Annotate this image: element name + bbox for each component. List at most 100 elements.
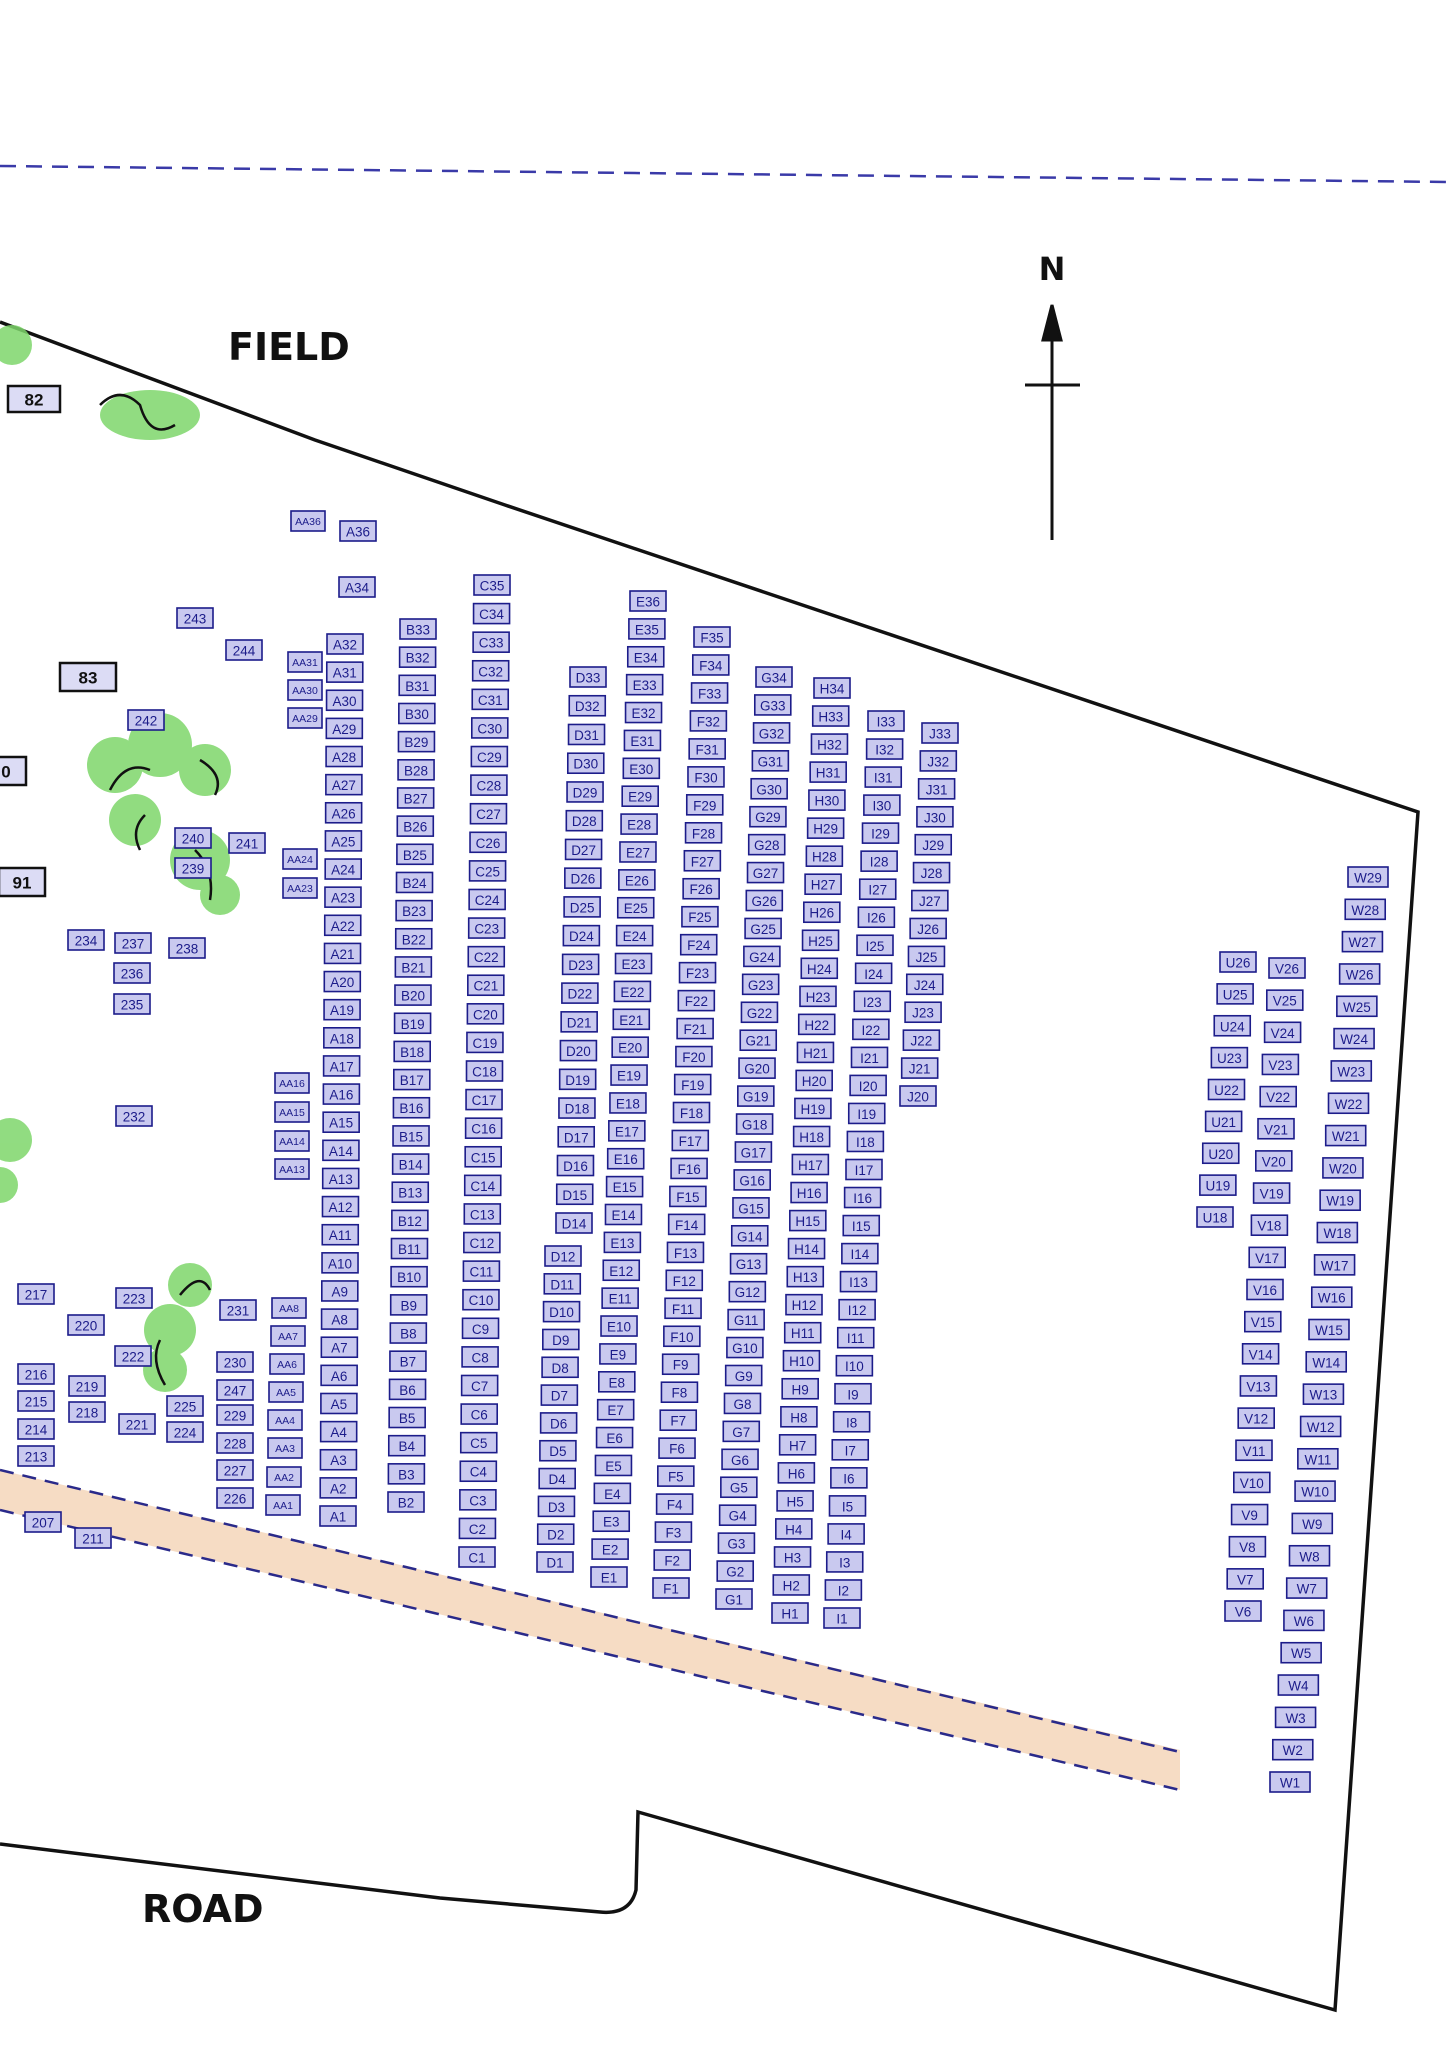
plot-e-8[interactable]: E8	[597, 1371, 636, 1393]
plot-g-33[interactable]: G33	[753, 694, 792, 716]
plot-g-10[interactable]: G10	[726, 1336, 764, 1359]
plot-f-18[interactable]: F18	[672, 1101, 711, 1124]
plot-c-31[interactable]: C31	[471, 688, 510, 711]
plot-b-25[interactable]: B25	[396, 843, 434, 866]
plot-i-31[interactable]: I31	[864, 766, 903, 788]
plot-v-13[interactable]: V13	[1239, 1375, 1278, 1397]
plot-227[interactable]: 227	[216, 1459, 254, 1481]
plot-g-13[interactable]: G13	[729, 1252, 768, 1275]
plot-e-10[interactable]: E10	[600, 1315, 638, 1337]
plot-a-15[interactable]: A15	[322, 1111, 360, 1133]
plot-c-33[interactable]: C33	[472, 631, 510, 653]
plot-i-7[interactable]: I7	[831, 1439, 870, 1461]
plot-e-36[interactable]: E36	[629, 590, 667, 612]
plot-h-24[interactable]: H24	[800, 957, 839, 980]
plot-i-30[interactable]: I30	[863, 794, 901, 816]
plot-i-15[interactable]: I15	[842, 1214, 881, 1237]
plot-d-21[interactable]: D21	[560, 1011, 598, 1033]
plot-a-13[interactable]: A13	[321, 1167, 360, 1190]
plot-aa36[interactable]: AA36	[290, 510, 326, 532]
plot-i-22[interactable]: I22	[852, 1018, 890, 1041]
plot-j-25[interactable]: J25	[907, 945, 946, 968]
plot-aa4[interactable]: AA4	[267, 1409, 303, 1431]
plot-f-15[interactable]: F15	[669, 1185, 707, 1208]
plot-f-32[interactable]: F32	[689, 710, 728, 732]
plot-i-16[interactable]: I16	[843, 1186, 882, 1209]
plot-w-29[interactable]: W29	[1347, 866, 1389, 888]
plot-aa13[interactable]: AA13	[274, 1158, 310, 1180]
plot-c-12[interactable]: C12	[463, 1231, 501, 1254]
plot-215[interactable]: 215	[17, 1390, 55, 1412]
plot-213[interactable]: 213	[17, 1445, 55, 1467]
plot-d-9[interactable]: D9	[542, 1328, 580, 1351]
plot-d-33[interactable]: D33	[569, 666, 607, 688]
plot-e-32[interactable]: E32	[624, 701, 663, 724]
plot-a-5[interactable]: A5	[320, 1392, 358, 1415]
plot-239[interactable]: 239	[174, 857, 212, 879]
plot-f-17[interactable]: F17	[671, 1129, 710, 1152]
plot-i-27[interactable]: I27	[858, 878, 897, 900]
plot-d-14[interactable]: D14	[555, 1212, 593, 1234]
plot-b-3[interactable]: B3	[387, 1463, 426, 1485]
plot-c-11[interactable]: C11	[462, 1260, 501, 1282]
plot-b-9[interactable]: B9	[389, 1294, 428, 1316]
plot-c-14[interactable]: C14	[463, 1174, 502, 1197]
plot-g-28[interactable]: G28	[747, 833, 786, 856]
plot-228[interactable]: 228	[216, 1432, 254, 1454]
plot-h-22[interactable]: H22	[797, 1013, 836, 1036]
plot-g-30[interactable]: G30	[750, 777, 788, 800]
plot-a-29[interactable]: A29	[325, 717, 364, 740]
plot-w-3[interactable]: W3	[1274, 1706, 1317, 1729]
plot-v-22[interactable]: V22	[1259, 1085, 1297, 1108]
plot-a-20[interactable]: A20	[323, 970, 362, 993]
plot-i-24[interactable]: I24	[854, 962, 893, 985]
plot-e-24[interactable]: E24	[615, 924, 654, 947]
plot-d-27[interactable]: D27	[564, 838, 603, 861]
section-number-91[interactable]: 91	[0, 866, 47, 898]
plot-a-27[interactable]: A27	[325, 773, 363, 796]
plot-h-5[interactable]: H5	[776, 1490, 814, 1512]
plot-j-22[interactable]: J22	[902, 1029, 941, 1051]
plot-240[interactable]: 240	[174, 827, 212, 849]
plot-e-29[interactable]: E29	[621, 785, 660, 808]
plot-w-9[interactable]: W9	[1291, 1512, 1334, 1535]
plot-aa7[interactable]: AA7	[270, 1325, 306, 1347]
plot-e-21[interactable]: E21	[612, 1008, 651, 1031]
plot-a-23[interactable]: A23	[324, 886, 362, 908]
plot-aa14[interactable]: AA14	[274, 1130, 310, 1152]
plot-h-23[interactable]: H23	[799, 985, 837, 1008]
plot-j-21[interactable]: J21	[900, 1057, 939, 1079]
plot-h-17[interactable]: H17	[791, 1153, 830, 1176]
plot-w-5[interactable]: W5	[1280, 1641, 1322, 1664]
plot-f-24[interactable]: F24	[679, 933, 718, 956]
plot-i-21[interactable]: I21	[850, 1046, 889, 1069]
plot-g-4[interactable]: G4	[718, 1504, 757, 1526]
plot-u-23[interactable]: U23	[1210, 1046, 1249, 1069]
plot-w-14[interactable]: W14	[1305, 1351, 1348, 1373]
plot-v-17[interactable]: V17	[1248, 1246, 1286, 1269]
plot-e-6[interactable]: E6	[595, 1426, 634, 1449]
plot-a-1[interactable]: A1	[319, 1505, 357, 1527]
plot-c-29[interactable]: C29	[470, 745, 509, 768]
plot-aa2[interactable]: AA2	[266, 1466, 302, 1488]
plot-d-22[interactable]: D22	[561, 982, 599, 1004]
section-number-83[interactable]: 83	[58, 661, 118, 693]
plot-211[interactable]: 211	[74, 1527, 112, 1549]
plot-a-8[interactable]: A8	[320, 1308, 359, 1330]
plot-238[interactable]: 238	[168, 937, 206, 959]
plot-g-32[interactable]: G32	[752, 722, 791, 744]
plot-w-8[interactable]: W8	[1288, 1544, 1331, 1567]
plot-g-19[interactable]: G19	[737, 1085, 775, 1107]
plot-c-1[interactable]: C1	[458, 1546, 496, 1568]
plot-j-24[interactable]: J24	[905, 973, 944, 996]
plot-222[interactable]: 222	[114, 1345, 152, 1367]
plot-d-16[interactable]: D16	[556, 1154, 595, 1177]
plot-d-12[interactable]: D12	[544, 1245, 582, 1267]
plot-a-28[interactable]: A28	[325, 745, 363, 768]
plot-f-25[interactable]: F25	[681, 905, 719, 928]
plot-a-26[interactable]: A26	[324, 801, 363, 824]
plot-w-12[interactable]: W12	[1299, 1415, 1342, 1438]
plot-w-20[interactable]: W20	[1322, 1157, 1364, 1179]
plot-h-14[interactable]: H14	[787, 1237, 826, 1260]
plot-i-12[interactable]: I12	[838, 1298, 876, 1321]
